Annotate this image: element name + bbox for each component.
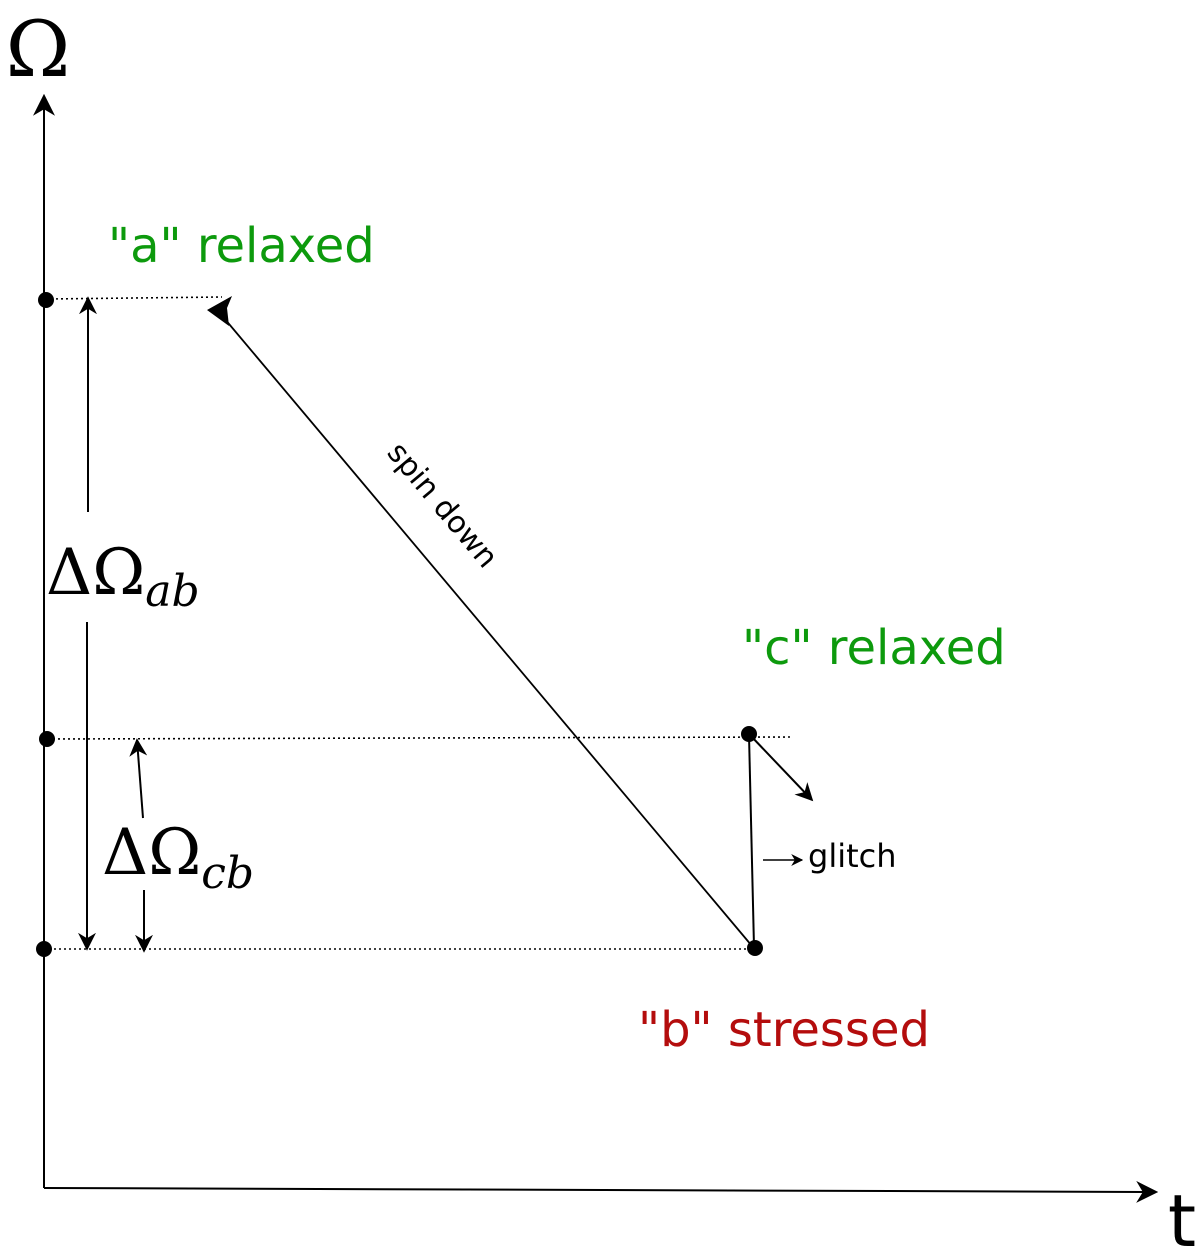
delta-cb-symbol: ΔΩ <box>102 816 201 890</box>
delta-cb-arrow-up <box>129 738 148 819</box>
x-axis <box>43 1180 1159 1203</box>
state-a-label: "a" relaxed <box>108 218 375 274</box>
delta-cb-label: ΔΩcb <box>102 816 254 899</box>
state-b-label: "b" stressed <box>638 1002 930 1058</box>
delta-ab-symbol: ΔΩ <box>46 536 145 610</box>
axis-point-c <box>39 731 55 747</box>
x-axis-label: t <box>1168 1179 1196 1251</box>
spin-down-label: spin down <box>380 436 505 575</box>
delta-ab-label: ΔΩab <box>46 536 200 617</box>
level-c-guide <box>47 736 791 740</box>
axis-point-b <box>36 941 52 957</box>
glitch-jump-line <box>748 734 755 948</box>
state-point-b <box>747 940 763 956</box>
state-point-c <box>741 726 757 742</box>
spin-down-line <box>223 317 753 947</box>
delta-ab-subscript: ab <box>145 566 199 617</box>
axis-point-a <box>38 292 54 308</box>
level-a-guide <box>45 296 223 300</box>
relaxation-arrow <box>749 734 814 802</box>
glitch-label: glitch <box>808 837 897 875</box>
state-c-label: "c" relaxed <box>742 620 1006 676</box>
delta-cb-subscript: cb <box>201 848 254 899</box>
y-axis-label: Ω <box>6 5 71 95</box>
spin-down-arrowhead <box>207 296 232 326</box>
